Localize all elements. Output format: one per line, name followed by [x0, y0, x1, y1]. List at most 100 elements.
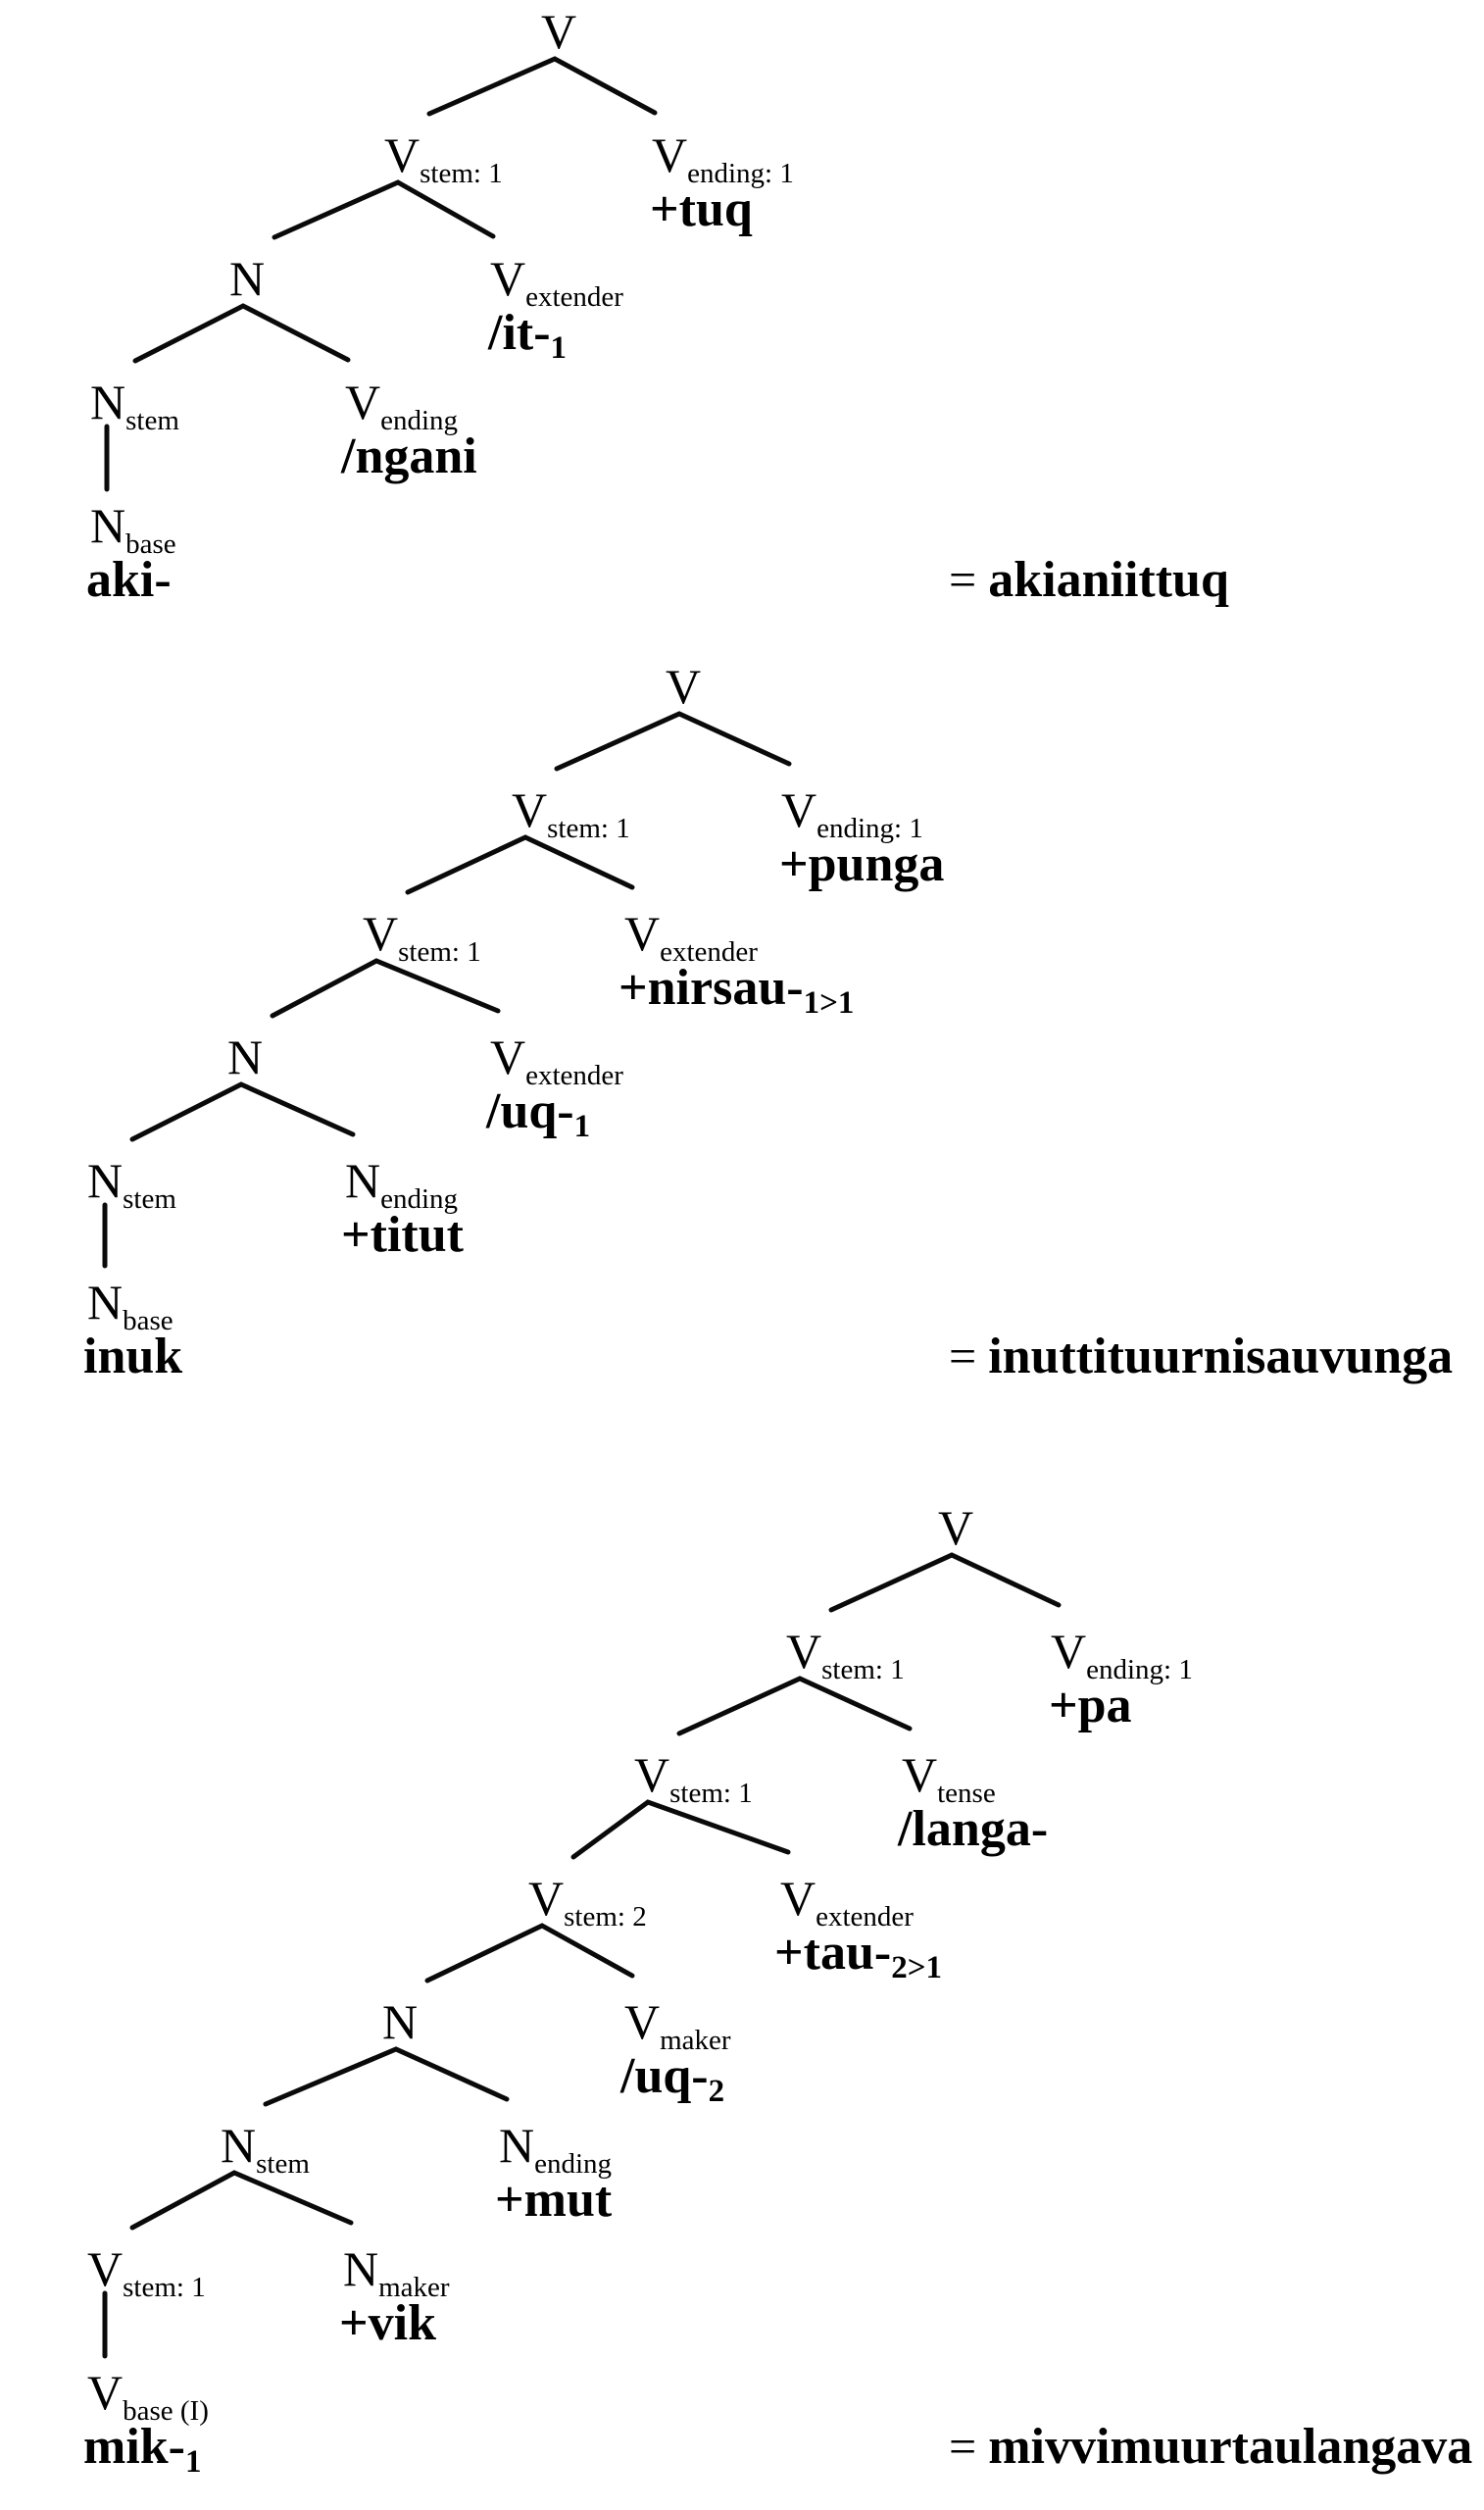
- equals-sign: =: [949, 1329, 977, 1383]
- morpheme-subscript: 2>1: [891, 1950, 942, 1985]
- node-main-label: V: [634, 1747, 670, 1802]
- node-subscript: stem: 1: [669, 1778, 753, 1809]
- tree-branch-line: [424, 1923, 635, 1983]
- equals-sign: =: [949, 552, 977, 607]
- morpheme-label: +vik: [339, 2295, 436, 2351]
- equals-sign: =: [949, 2419, 977, 2474]
- node-v-ending-1: Vending: 1: [1051, 1627, 1193, 1684]
- node-n-maker: Nmaker: [343, 2244, 450, 2302]
- node-main-label: N: [499, 2118, 535, 2173]
- node-subscript: stem: [125, 405, 179, 436]
- morpheme-subscript: 1: [573, 1109, 591, 1144]
- node-v-extender: Vextender: [780, 1874, 914, 1932]
- node-subscript: ending: 1: [816, 813, 923, 844]
- derived-word: inuttituurnisauvunga: [988, 1329, 1454, 1384]
- node-subscript: extender: [660, 936, 758, 968]
- node-v-stem-2: Vstem: 2: [528, 1874, 647, 1932]
- tree-branch-line: [828, 1552, 1062, 1613]
- morpheme-subscript: 2: [708, 2074, 725, 2109]
- morpheme-label: inuk: [83, 1329, 183, 1384]
- tree-branch-line: [129, 1081, 356, 1142]
- derived-word: akianiittuq: [988, 552, 1229, 608]
- node-v-root: V: [541, 7, 576, 56]
- node-main-label: V: [384, 127, 420, 182]
- node-subscript: maker: [660, 2025, 731, 2056]
- node-subscript: stem: 1: [420, 158, 503, 189]
- tree-branch-line: [405, 834, 635, 895]
- node-subscript: base: [125, 528, 176, 560]
- node-subscript: stem: 1: [398, 936, 481, 968]
- derived-word: mivvimuurtaulangava: [988, 2419, 1473, 2475]
- result-word: =akianiittuq: [949, 555, 1229, 606]
- node-v-stem-1: Vstem: 1: [786, 1627, 905, 1684]
- node-main-label: N: [221, 2118, 257, 2173]
- node-n-stem: Nstem: [87, 1156, 176, 1214]
- node-n-base: Nbase: [90, 501, 176, 559]
- morpheme-label: +mut: [495, 2172, 613, 2228]
- node-v-stem-1: Vstem: 1: [384, 130, 503, 188]
- morpheme-subscript: 1: [185, 2444, 202, 2480]
- node-v-maker: Vmaker: [624, 1997, 731, 2055]
- node-n-ending: Nending: [499, 2121, 612, 2179]
- node-subscript: extender: [525, 281, 623, 313]
- node-subscript: extender: [525, 1060, 623, 1091]
- node-main-label: N: [229, 251, 266, 306]
- node-v-stem-1: Vstem: 1: [634, 1750, 753, 1808]
- morpheme-label: aki-: [86, 552, 172, 608]
- node-v-extender: Vextender: [490, 254, 623, 312]
- node-main-label: N: [87, 1153, 124, 1208]
- node-subscript: ending: [380, 1183, 459, 1215]
- node-subscript: stem: 1: [821, 1654, 905, 1685]
- morpheme-label: +pa: [1049, 1678, 1132, 1733]
- node-subscript: ending: 1: [1086, 1654, 1193, 1685]
- morpheme-label: mik-1: [83, 2419, 202, 2480]
- node-v-root: V: [938, 1503, 973, 1552]
- node-main-label: N: [227, 1029, 264, 1084]
- tree-branch-line: [270, 958, 501, 1019]
- node-v-extender: Vextender: [624, 909, 758, 967]
- morpheme-label: /uq-1: [486, 1083, 591, 1144]
- node-v-base: Vbase (I): [87, 2368, 209, 2426]
- morpheme-label: /it-1: [488, 305, 568, 366]
- node-main-label: V: [652, 127, 688, 182]
- tree-branch-line: [129, 2170, 354, 2231]
- node-subscript: base (I): [123, 2395, 209, 2427]
- node-main-label: V: [345, 375, 381, 429]
- morpheme-subscript: 1>1: [803, 985, 855, 1021]
- node-subscript: ending: 1: [687, 158, 794, 189]
- node-n-stem: Nstem: [90, 377, 179, 435]
- node-n-stem: Nstem: [221, 2121, 310, 2179]
- node-main-label: V: [87, 2241, 124, 2296]
- node-subscript: ending: [534, 2148, 613, 2180]
- node-main-label: V: [363, 906, 399, 961]
- result-word: =mivvimuurtaulangava: [949, 2422, 1472, 2473]
- node-subscript: stem: 1: [123, 2272, 206, 2303]
- node-subscript: base: [123, 1305, 173, 1336]
- node-main-label: V: [938, 1500, 974, 1555]
- tree-branch-line: [570, 1799, 791, 1860]
- node-main-label: V: [1051, 1624, 1087, 1679]
- node-main-label: N: [345, 1153, 381, 1208]
- morpheme-label: /langa-: [898, 1801, 1049, 1857]
- node-v-extender: Vextender: [490, 1032, 623, 1090]
- node-v-tense: Vtense: [902, 1750, 996, 1808]
- node-subscript: tense: [937, 1778, 996, 1809]
- tree-branch-line: [272, 179, 496, 240]
- node-subscript: stem: 2: [564, 1901, 647, 1933]
- node-subscript: stem: 1: [547, 813, 630, 844]
- node-main-label: N: [90, 375, 126, 429]
- node-n-base: Nbase: [87, 1278, 173, 1335]
- node-subscript: stem: [123, 1183, 176, 1215]
- node-main-label: V: [666, 659, 702, 714]
- node-main-label: V: [781, 782, 817, 837]
- node-main-label: V: [541, 4, 577, 59]
- node-subscript: maker: [378, 2272, 450, 2303]
- morpheme-subscript: 1: [550, 330, 568, 366]
- node-n: N: [382, 1997, 418, 2046]
- node-main-label: V: [786, 1624, 822, 1679]
- morpheme-label: +titut: [341, 1207, 464, 1263]
- node-main-label: V: [780, 1871, 816, 1926]
- tree-branch-line: [676, 1676, 913, 1736]
- node-subscript: stem: [256, 2148, 310, 2180]
